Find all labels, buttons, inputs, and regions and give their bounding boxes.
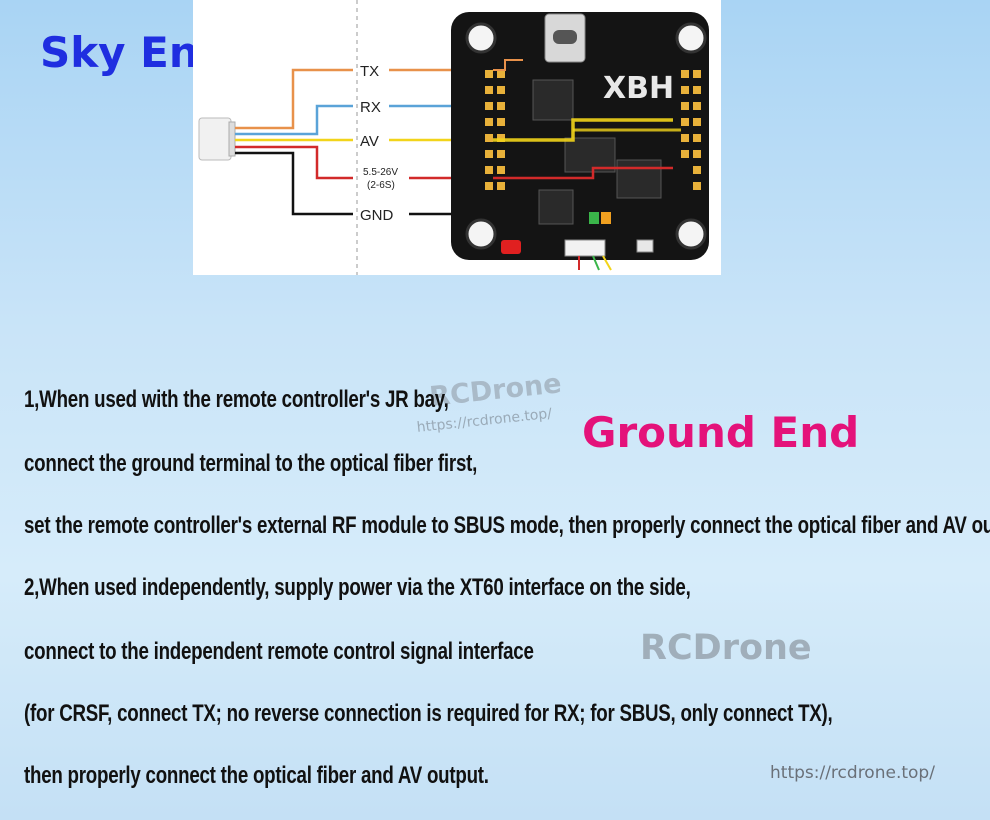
tx-label: TX: [360, 63, 379, 80]
tx-wire-left: [235, 68, 353, 130]
watermark-url-2: https://rcdrone.top/: [770, 763, 935, 783]
watermark-brand-2: RCDrone: [640, 628, 812, 668]
instruction-line: connect to the independent remote contro…: [24, 638, 534, 665]
wiring-diagram: TX RX AV 5.5-26V (2-6S) GND: [193, 0, 721, 275]
instruction-line: 1,When used with the remote controller's…: [24, 386, 449, 413]
instruction-line: set the remote controller's external RF …: [24, 512, 990, 539]
gnd-label: GND: [360, 207, 394, 224]
instruction-line: 2,When used independently, supply power …: [24, 574, 691, 601]
wiring-svg: TX RX AV 5.5-26V (2-6S) GND: [198, 0, 709, 275]
board-name: XBH: [603, 71, 674, 106]
rx-label: RX: [360, 99, 381, 116]
instruction-line: then properly connect the optical fiber …: [24, 762, 489, 789]
power-cells-label: (2-6S): [367, 180, 395, 191]
power-label: 5.5-26V: [363, 167, 398, 178]
flight-controller-board: XBH: [451, 12, 709, 271]
instruction-line: (for CRSF, connect TX; no reverse connec…: [24, 700, 833, 727]
jst-connector: [198, 117, 232, 161]
rx-wire-left: [235, 104, 353, 136]
instruction-line: connect the ground terminal to the optic…: [24, 450, 478, 477]
av-label: AV: [360, 133, 379, 150]
ground-end-title: Ground End: [582, 408, 860, 457]
power-wire-left: [235, 145, 353, 180]
gnd-wire-left: [235, 151, 353, 216]
